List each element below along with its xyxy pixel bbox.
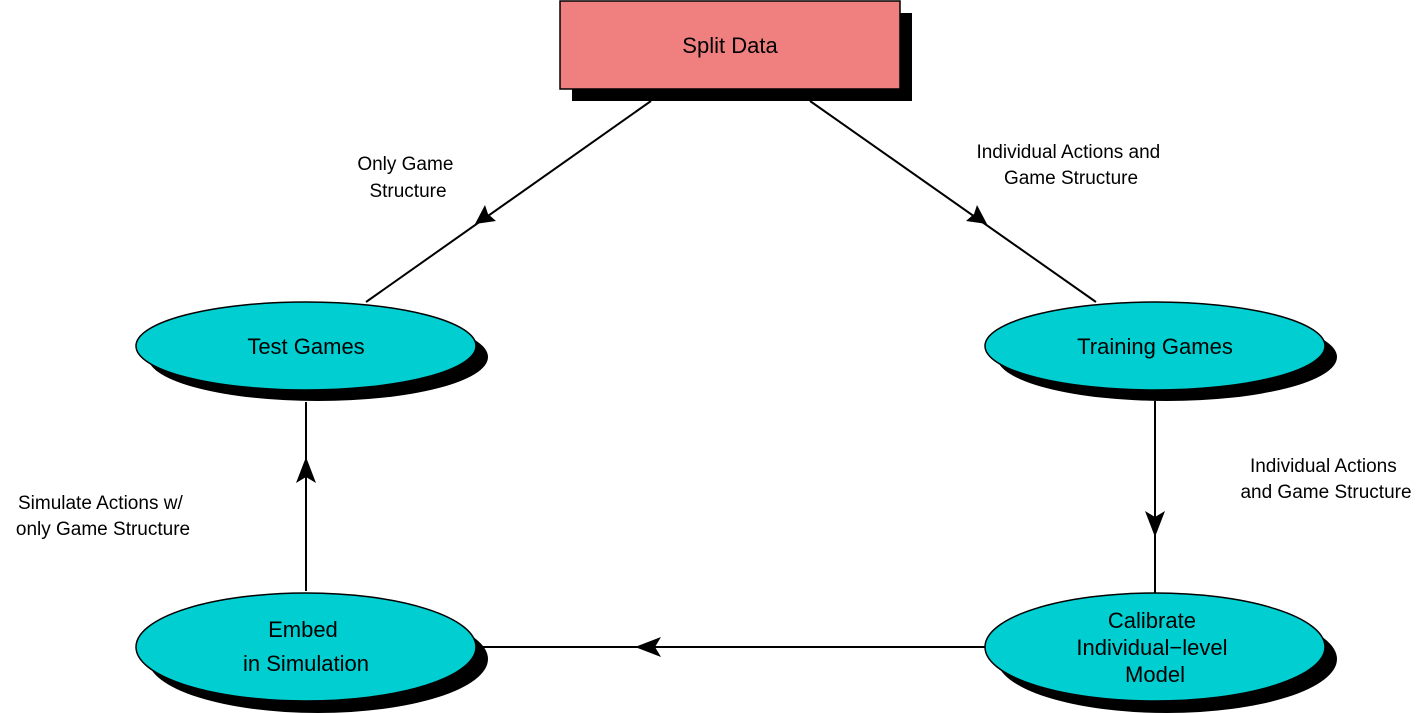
edge-label-training-to-calibrate: Individual Actions and Game Structure: [1240, 456, 1411, 503]
edge-label-split-to-test: Only Game Structure: [357, 154, 458, 202]
node-calibrate-model: Calibrate Individual−level Model: [984, 592, 1337, 713]
node-ellipse: [984, 592, 1326, 702]
node-ellipse: [135, 301, 477, 391]
edge-line: [809, 100, 1097, 303]
node-split-data: Split Data: [559, 0, 912, 101]
edge-calibrate-to-embed: [482, 637, 985, 657]
edge-split-to-training: [809, 100, 1097, 303]
edge-label-split-to-training: Individual Actions and Game Structure: [976, 142, 1165, 189]
node-test-games: Test Games: [135, 301, 488, 401]
edge-embed-to-test: [296, 402, 316, 591]
arrowhead-icon: [966, 205, 987, 224]
arrowhead-icon: [635, 637, 661, 657]
node-label: Split Data: [682, 33, 778, 58]
node-label: Training Games: [1077, 334, 1233, 359]
arrowhead-icon: [296, 457, 316, 483]
node-embed-simulation: Embed in Simulation: [135, 592, 488, 713]
edge-training-to-calibrate: [1145, 401, 1165, 594]
node-label: Test Games: [247, 334, 364, 359]
edge-split-to-test: [365, 100, 652, 303]
node-label: Embed in Simulation: [243, 617, 369, 676]
node-label: Calibrate Individual−level Model: [1076, 608, 1233, 687]
edge-label-embed-to-test: Simulate Actions w/ only Game Structure: [16, 493, 190, 540]
arrowhead-icon: [475, 205, 496, 224]
arrowhead-icon: [1145, 511, 1165, 537]
node-ellipse: [984, 301, 1326, 391]
node-training-games: Training Games: [984, 301, 1337, 401]
edge-line: [365, 100, 652, 303]
node-box: [559, 0, 901, 90]
node-ellipse: [135, 592, 477, 702]
